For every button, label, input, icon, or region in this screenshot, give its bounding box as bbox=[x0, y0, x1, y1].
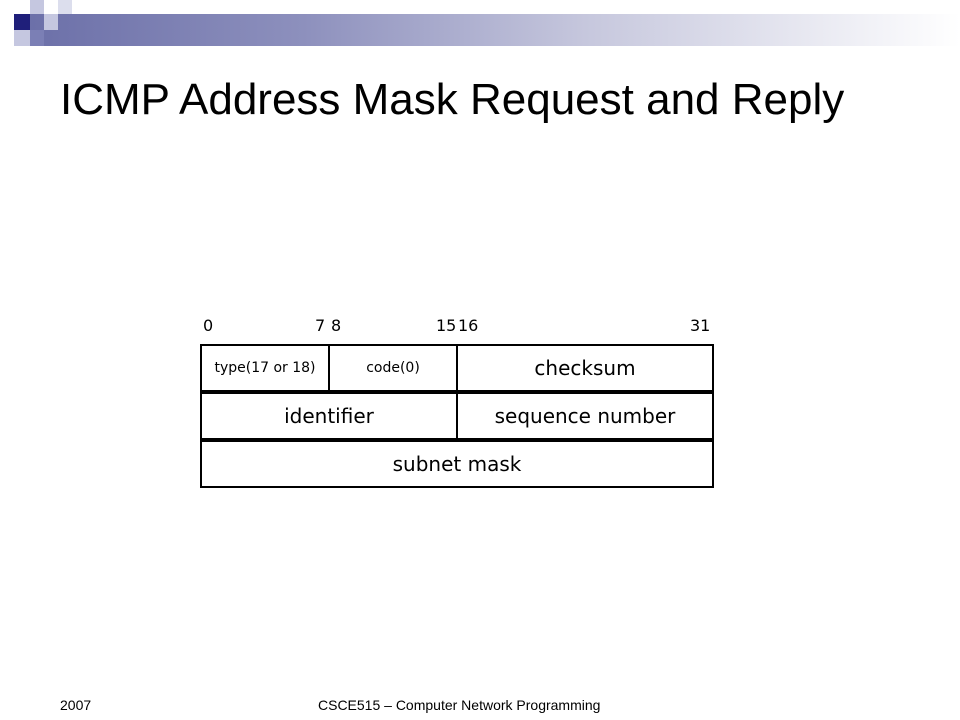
sequence-number-field-label: sequence number bbox=[494, 404, 676, 428]
identifier-field: identifier bbox=[200, 392, 458, 440]
subnet-mask-field: subnet mask bbox=[200, 440, 714, 488]
footer-year: 2007 bbox=[60, 697, 92, 713]
code-field-label: code(0) bbox=[366, 360, 420, 376]
bit-label-31: 31 bbox=[690, 316, 711, 335]
header-square-light bbox=[30, 0, 44, 14]
header-square-light bbox=[58, 0, 72, 14]
code-field: code(0) bbox=[328, 344, 458, 392]
sequence-number-field: sequence number bbox=[456, 392, 714, 440]
bit-label-0: 0 bbox=[203, 316, 214, 335]
type-field-label: type(17 or 18) bbox=[214, 360, 316, 376]
checksum-field-label: checksum bbox=[534, 356, 636, 380]
bit-label-8: 8 bbox=[331, 316, 342, 335]
header-square-light bbox=[44, 14, 58, 30]
type-field: type(17 or 18) bbox=[200, 344, 330, 392]
subnet-mask-field-label: subnet mask bbox=[392, 452, 522, 476]
bit-label-16: 16 bbox=[458, 316, 479, 335]
bit-label-15: 15 bbox=[436, 316, 457, 335]
identifier-field-label: identifier bbox=[284, 404, 374, 428]
header-square-dark bbox=[14, 14, 30, 30]
checksum-field: checksum bbox=[456, 344, 714, 392]
footer-course: CSCE515 – Computer Network Programming bbox=[318, 697, 601, 713]
header-square-light bbox=[14, 30, 30, 46]
header-gradient-bar bbox=[22, 14, 960, 46]
slide-title: ICMP Address Mask Request and Reply bbox=[60, 75, 845, 124]
header-square-mid bbox=[30, 30, 44, 46]
bit-label-7: 7 bbox=[315, 316, 326, 335]
